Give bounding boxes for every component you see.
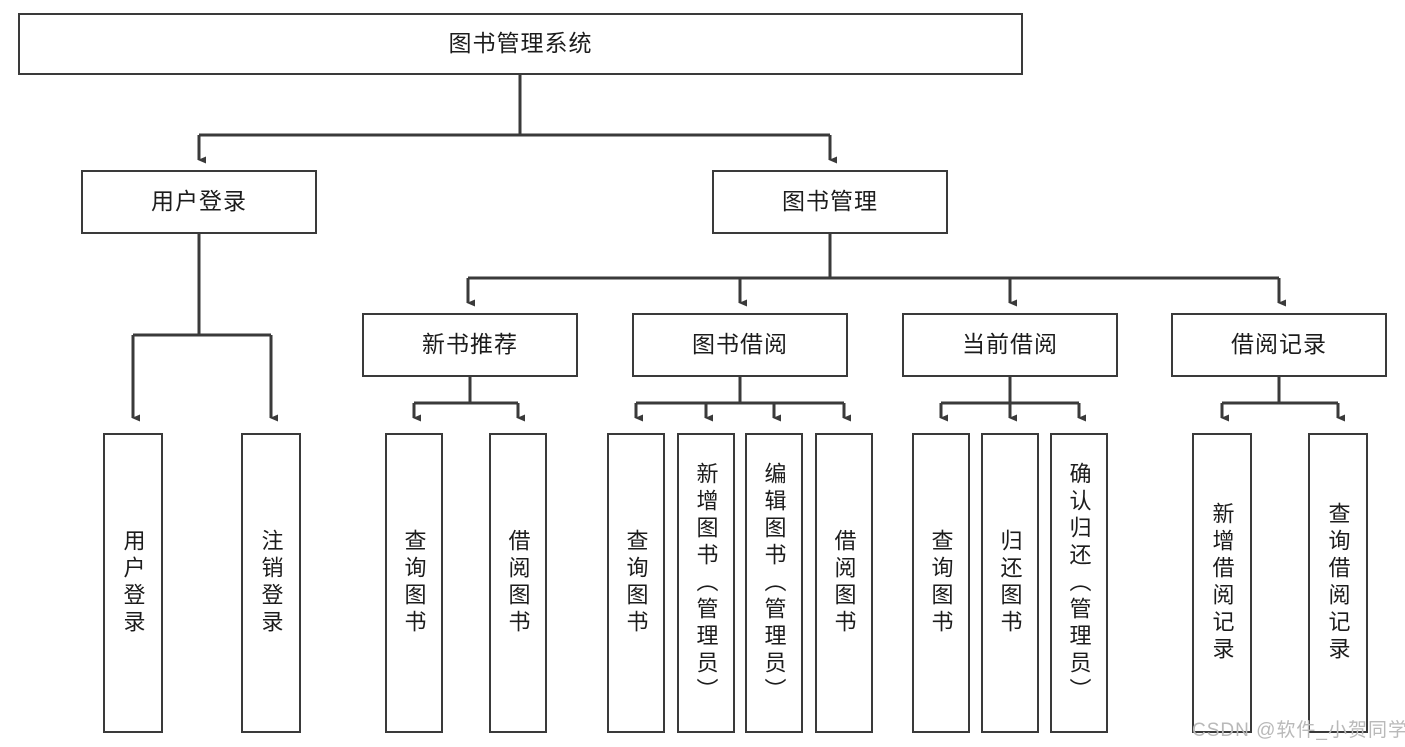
node-leaf-add-book[interactable]: 新增图书（管理员） [677,433,735,733]
node-leaf-user-logout[interactable]: 注销登录 [241,433,301,733]
node-label: 新增图书（管理员） [693,461,719,705]
node-new-book-recommend[interactable]: 新书推荐 [362,313,578,377]
node-label: 查询图书 [623,529,649,637]
node-current-borrow[interactable]: 当前借阅 [902,313,1118,377]
node-label: 查询图书 [928,529,954,637]
node-leaf-borrow-book-2[interactable]: 借阅图书 [815,433,873,733]
node-label: 图书管理系统 [448,30,593,57]
node-leaf-return-book[interactable]: 归还图书 [981,433,1039,733]
node-leaf-user-login[interactable]: 用户登录 [103,433,163,733]
node-book-management-system[interactable]: 图书管理系统 [18,13,1023,75]
node-label: 查询图书 [401,529,427,637]
node-label: 用户登录 [120,529,146,637]
node-label: 借阅图书 [831,529,857,637]
node-borrow-record[interactable]: 借阅记录 [1171,313,1387,377]
node-label: 编辑图书（管理员） [761,461,787,705]
node-label: 归还图书 [997,529,1023,637]
node-label: 查询借阅记录 [1325,502,1351,664]
node-label: 当前借阅 [962,331,1058,358]
node-label: 借阅图书 [505,529,531,637]
node-label: 新增借阅记录 [1209,502,1235,664]
node-book-borrow[interactable]: 图书借阅 [632,313,848,377]
node-label: 图书借阅 [692,331,788,358]
node-label: 图书管理 [782,188,878,215]
csdn-watermark: CSDN @软件_小贺同学 [1192,720,1405,741]
node-label: 用户登录 [151,188,247,215]
node-leaf-add-record[interactable]: 新增借阅记录 [1192,433,1252,733]
node-label: 借阅记录 [1231,331,1327,358]
node-label: 注销登录 [258,529,284,637]
node-leaf-query-book-1[interactable]: 查询图书 [385,433,443,733]
node-book-manage[interactable]: 图书管理 [712,170,948,234]
node-leaf-edit-book[interactable]: 编辑图书（管理员） [745,433,803,733]
node-leaf-query-book-3[interactable]: 查询图书 [912,433,970,733]
node-user-login[interactable]: 用户登录 [81,170,317,234]
node-leaf-query-record[interactable]: 查询借阅记录 [1308,433,1368,733]
node-leaf-borrow-book-1[interactable]: 借阅图书 [489,433,547,733]
node-label: 新书推荐 [422,331,518,358]
node-leaf-query-book-2[interactable]: 查询图书 [607,433,665,733]
node-label: 确认归还（管理员） [1066,461,1092,705]
node-leaf-confirm-return[interactable]: 确认归还（管理员） [1050,433,1108,733]
